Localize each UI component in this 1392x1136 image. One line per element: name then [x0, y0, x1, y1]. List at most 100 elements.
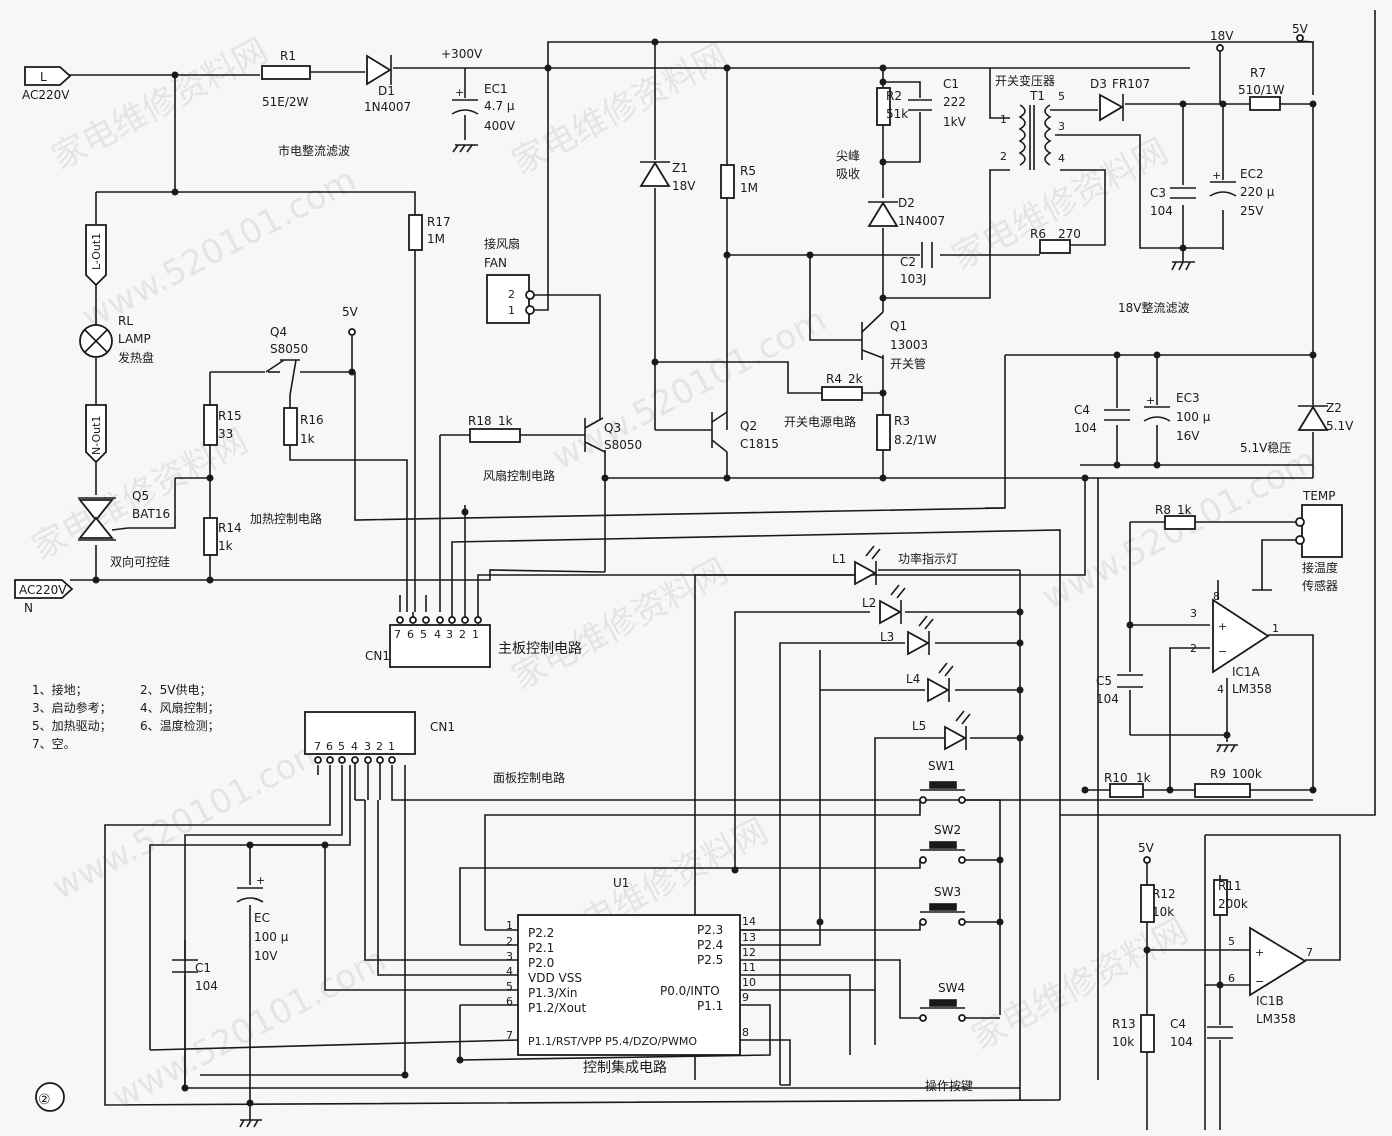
t1-pin: 1: [1000, 113, 1007, 126]
r3-value: 8.2/1W: [894, 433, 937, 447]
c4a-value: 104: [1074, 421, 1097, 435]
svg-text:+: +: [1218, 620, 1227, 633]
led-l1-label: L1: [832, 552, 846, 566]
resistor-r8: R8 1k: [1155, 503, 1196, 530]
resistor-r11: R11 200k: [1213, 879, 1248, 916]
transistor-q3: Q3 S8050: [584, 417, 642, 453]
r11-ref: R11: [1218, 879, 1242, 893]
resistor-r12: R12 10k: [1140, 884, 1176, 923]
led-l4: L4: [906, 662, 954, 703]
ec-panel-ref: EC: [254, 911, 270, 925]
d2-ref: D2: [898, 196, 915, 210]
capacitor-c4-top: C4 104: [1074, 403, 1130, 435]
u1-pin-label: P2.2: [528, 926, 554, 940]
r9-ref: R9: [1210, 767, 1226, 781]
resistor-r14: R14 1k: [203, 517, 242, 556]
c1-value: 222: [943, 95, 966, 109]
n-out-connector: N-Out1: [85, 404, 107, 464]
cn1-panel-pin: 1: [388, 740, 395, 753]
q5-value: BAT16: [132, 507, 170, 521]
capacitor-c1: C1 222 1kV: [908, 77, 967, 129]
pin-legend: 1、接地； 2、5V供电； 3、启动参考； 4、风扇控制； 5、加热驱动； 6、…: [32, 682, 220, 751]
c1-voltage: 1kV: [943, 115, 967, 129]
ec2-voltage: 25V: [1240, 204, 1264, 218]
switch-sw2: SW2: [919, 823, 966, 864]
r13-value: 10k: [1112, 1035, 1134, 1049]
ac-neutral-input: AC220V N: [14, 579, 74, 615]
cn1-main-connector: 7 6 5 4 3 2 1 CN1 主板控制电路: [365, 616, 582, 668]
ec1-voltage: 400V: [484, 119, 516, 133]
r4-ref: R4: [826, 372, 842, 386]
r14-value: 1k: [218, 539, 233, 553]
label-keys: 操作按键: [925, 1078, 973, 1093]
ec2-ref: EC2: [1240, 167, 1264, 181]
t1-pin: 3: [1058, 120, 1065, 133]
ec-panel-voltage: 10V: [254, 949, 278, 963]
u1-pin-label: P2.0: [528, 956, 554, 970]
q1-desc: 开关管: [890, 356, 926, 371]
ec1-ref: EC1: [484, 82, 508, 96]
u1-pin: 10: [742, 976, 756, 989]
capacitor-ec3: + EC3 100 μ 16V: [1143, 391, 1211, 443]
cn1-panel-pin: 4: [351, 740, 358, 753]
resistor-r16: R16 1k: [283, 407, 324, 446]
label-spike: 尖峰: [836, 149, 860, 163]
z2-value: 5.1V: [1326, 419, 1354, 433]
label-triac: 双向可控硅: [110, 554, 170, 569]
capacitor-ec2: + EC2 220 μ 25V: [1209, 167, 1275, 218]
r16-value: 1k: [300, 432, 315, 446]
transistor-q4: Q4 S8050: [265, 325, 308, 396]
c1-ref: C1: [943, 77, 959, 91]
label-power-led: 功率指示灯: [898, 551, 958, 566]
fan-pin-1: 1: [508, 304, 515, 317]
q3-ref: Q3: [604, 421, 621, 435]
sw4-label: SW4: [938, 981, 965, 995]
resistor-r1: R1 51E/2W: [261, 49, 311, 109]
r18-ref: R18: [468, 414, 492, 428]
diode-d1: D1 1N4007: [364, 54, 411, 114]
zener-z1: Z1 18V: [639, 161, 696, 193]
junctions: [92, 38, 1317, 1107]
resistor-r2: R2 51k: [876, 87, 908, 126]
diode-d3: D3 FR107: [1090, 77, 1150, 122]
led-l2: L2: [862, 584, 906, 625]
switch-sw4: SW4: [919, 981, 966, 1022]
r17-ref: R17: [427, 215, 451, 229]
u1-pin-label: VDD VSS: [528, 971, 582, 985]
q1-value: 13003: [890, 338, 928, 352]
capacitor-c4-low: C4 104: [1170, 1017, 1233, 1049]
legend-item: 5、加热驱动；: [32, 719, 112, 733]
r7-ref: R7: [1250, 66, 1266, 80]
transistor-q1: Q1 13003 开关管: [861, 311, 928, 371]
led-l2-label: L2: [862, 596, 876, 610]
c4b-value: 104: [1170, 1035, 1193, 1049]
r7-value: 510/1W: [1238, 83, 1285, 97]
t1-pin: 2: [1000, 150, 1007, 163]
z1-value: 18V: [672, 179, 696, 193]
ec2-value: 220 μ: [1240, 185, 1275, 199]
ic1a-pin: 1: [1272, 622, 1279, 635]
rl-ref: RL: [118, 314, 133, 328]
ic1b-pin: 6: [1228, 972, 1235, 985]
u1-pin: 13: [742, 931, 756, 944]
rail-18v: 18V: [1210, 29, 1234, 43]
u1-pin-label: P1.3/Xin: [528, 986, 578, 1000]
opamp-ic1b: +− 5 6 7 IC1B LM358: [1228, 926, 1313, 1026]
r1-value: 51E/2W: [262, 95, 309, 109]
ic1a-pin: 4: [1217, 683, 1224, 696]
temp-desc-2: 传感器: [1302, 578, 1338, 593]
u1-pin: 2: [506, 935, 513, 948]
q2-ref: Q2: [740, 419, 757, 433]
u1-pin-label: P2.1: [528, 941, 554, 955]
r11-value: 200k: [1218, 897, 1248, 911]
ec1-value: 4.7 μ: [484, 99, 515, 113]
ic-u1: U1 1 2 3 4 5 6 7 P2.2 P2.1 P2.0 VDD VSS …: [506, 876, 756, 1076]
t1-title: 开关变压器: [995, 73, 1055, 88]
ic1b-pin: 5: [1228, 935, 1235, 948]
cn1-label: CN1: [365, 649, 390, 663]
svg-text:−: −: [1218, 645, 1227, 658]
transistor-q2: Q2 C1815: [711, 411, 779, 453]
r15-ref: R15: [218, 409, 242, 423]
r5-value: 1M: [740, 181, 758, 195]
